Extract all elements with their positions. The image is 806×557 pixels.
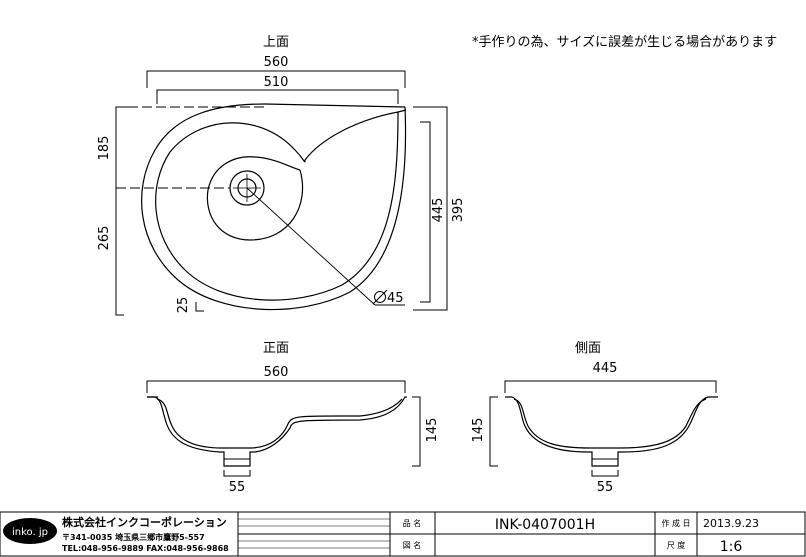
scale-value: 1:6: [720, 539, 743, 555]
front-view-label: 正面: [263, 341, 289, 356]
logo-text: inko. jp: [12, 527, 48, 538]
drawing-name-label: 図 名: [403, 540, 422, 550]
top-spiral-curl: [206, 156, 304, 241]
top-view: [141, 103, 407, 311]
top-dim-width-outer: 560: [264, 55, 289, 70]
side-dim-drain: 55: [597, 480, 614, 495]
side-dim-width: 445: [593, 361, 618, 376]
top-dim-lower: 265: [97, 226, 112, 251]
side-view-label: 側面: [575, 341, 601, 356]
product-name-label: 品 名: [403, 518, 422, 528]
company-tel-fax: TEL:048-956-9889 FAX:048-956-9868: [62, 544, 229, 553]
company-address: 〒341-0035 埼玉県三郷市鷹野5-557: [62, 532, 205, 542]
top-view-label: 上面: [263, 35, 289, 50]
front-dim-drain: 55: [229, 480, 246, 495]
side-dim-height: 145: [471, 418, 486, 443]
front-inner-contour: [156, 398, 403, 449]
top-inner-rim-detail: [397, 109, 407, 113]
product-name-value: INK-0407001H: [495, 517, 595, 533]
diameter-symbol-icon: [372, 289, 388, 305]
company-logo: inko. jp: [3, 518, 57, 544]
front-outer-contour: [147, 396, 407, 467]
top-dimensions: [115, 70, 448, 316]
top-dim-upper: 185: [97, 136, 112, 161]
top-dim-width-inner: 510: [264, 75, 289, 90]
top-dim-height-395: 395: [451, 198, 466, 223]
disclaimer-note: *手作りの為、サイズに誤差が生じる場合があります: [472, 34, 777, 50]
side-dimensions: [489, 380, 717, 477]
top-dim-drain: 45: [387, 291, 404, 306]
side-view: [505, 396, 718, 467]
scale-label: 尺 度: [667, 540, 686, 550]
title-block: [0, 511, 806, 557]
front-dim-height: 145: [425, 418, 440, 443]
top-outer-contour: [141, 103, 407, 311]
top-inner-bowl: [155, 111, 399, 301]
created-date-value: 2013.9.23: [703, 517, 759, 530]
front-dim-width: 560: [264, 365, 289, 380]
side-inner-contour: [513, 398, 707, 449]
front-dimensions: [146, 380, 421, 477]
top-dim-height-445: 445: [431, 198, 446, 223]
created-date-label: 作 成 日: [661, 518, 690, 528]
side-outer-contour: [505, 396, 718, 467]
front-view: [147, 396, 407, 467]
company-name: 株式会社インクコーポレーション: [62, 515, 227, 529]
top-dim-rim: 25: [176, 297, 191, 314]
